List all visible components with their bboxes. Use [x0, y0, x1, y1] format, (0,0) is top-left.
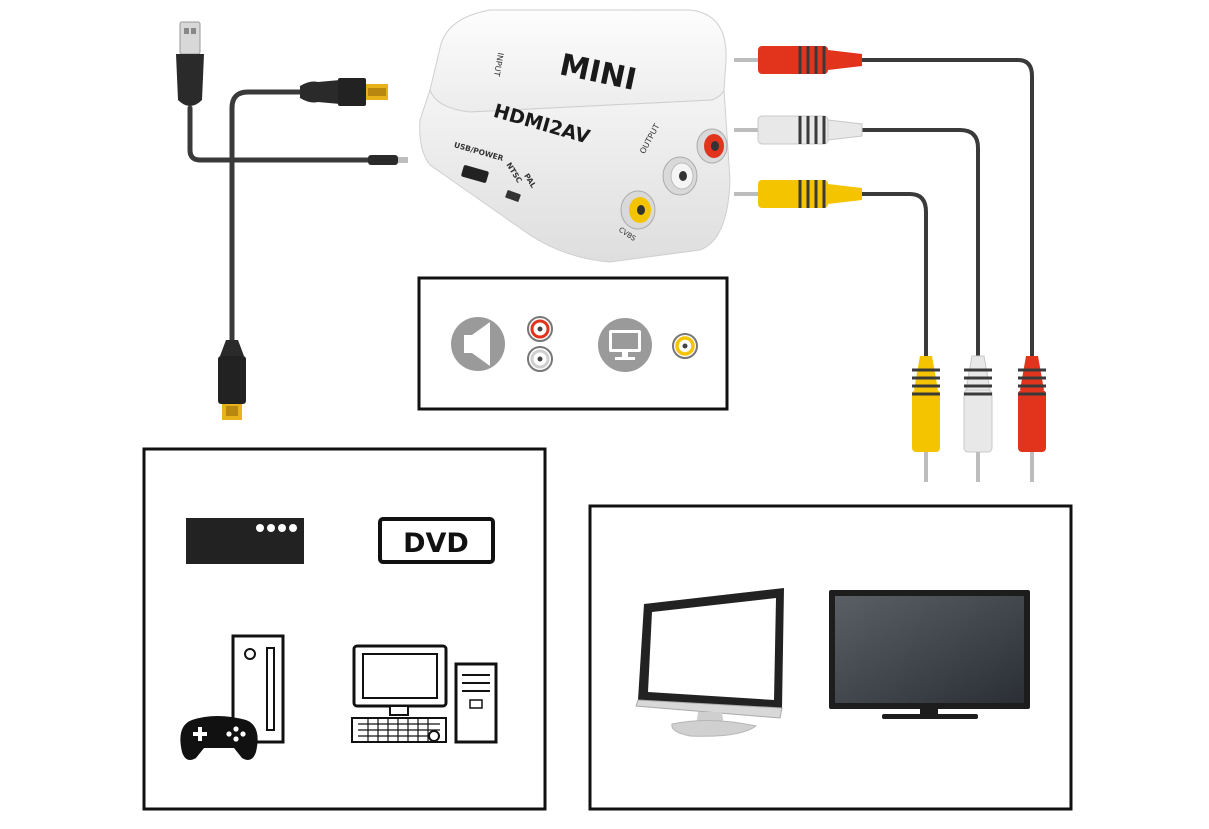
rca-plug-yellow-top [734, 180, 862, 208]
rca-plug-red-bottom [1018, 356, 1046, 482]
display-devices-box [588, 504, 1073, 811]
set-top-box-icon [186, 518, 304, 564]
video-yellow-jack-icon [672, 333, 698, 359]
device-input-label: INPUT [492, 52, 505, 77]
rca-plug-yellow-bottom [912, 356, 940, 482]
audio-red-jack-icon [527, 316, 553, 342]
flat-tv-icon [829, 590, 1030, 719]
ntsc-pal-switch [505, 190, 521, 202]
rca-plug-white-bottom [963, 355, 993, 482]
usb-power-port [461, 165, 489, 183]
desktop-computer-icon [351, 644, 498, 744]
rca-plug-white-top [734, 115, 863, 145]
rca-socket-yellow [620, 190, 656, 230]
monitor-icon [598, 318, 652, 372]
rca-socket-white [662, 156, 698, 196]
hdmi-plug-icon [300, 78, 388, 106]
dvd-icon: DVD [378, 517, 495, 564]
gamepad-icon [180, 716, 258, 760]
rca-cables [858, 58, 1034, 362]
rca-plug-red-top [734, 46, 862, 74]
hdmi-usb-cable [187, 89, 375, 348]
lcd-monitor-icon [635, 588, 784, 737]
hdmi-plug-bottom-icon [218, 340, 246, 420]
usb-plug-icon [176, 21, 204, 106]
dvd-label: DVD [403, 528, 469, 559]
source-devices-box: DVD [142, 447, 547, 811]
speaker-icon [451, 317, 505, 371]
port-legend-box [417, 276, 729, 411]
hdmi2av-converter: MINI HDMI2AV INPUT OUTPUT USB/POWER NTSC… [419, 9, 731, 263]
rca-socket-red [696, 128, 728, 164]
micro-usb-plug-icon [368, 155, 408, 165]
audio-white-jack-icon [527, 346, 553, 372]
